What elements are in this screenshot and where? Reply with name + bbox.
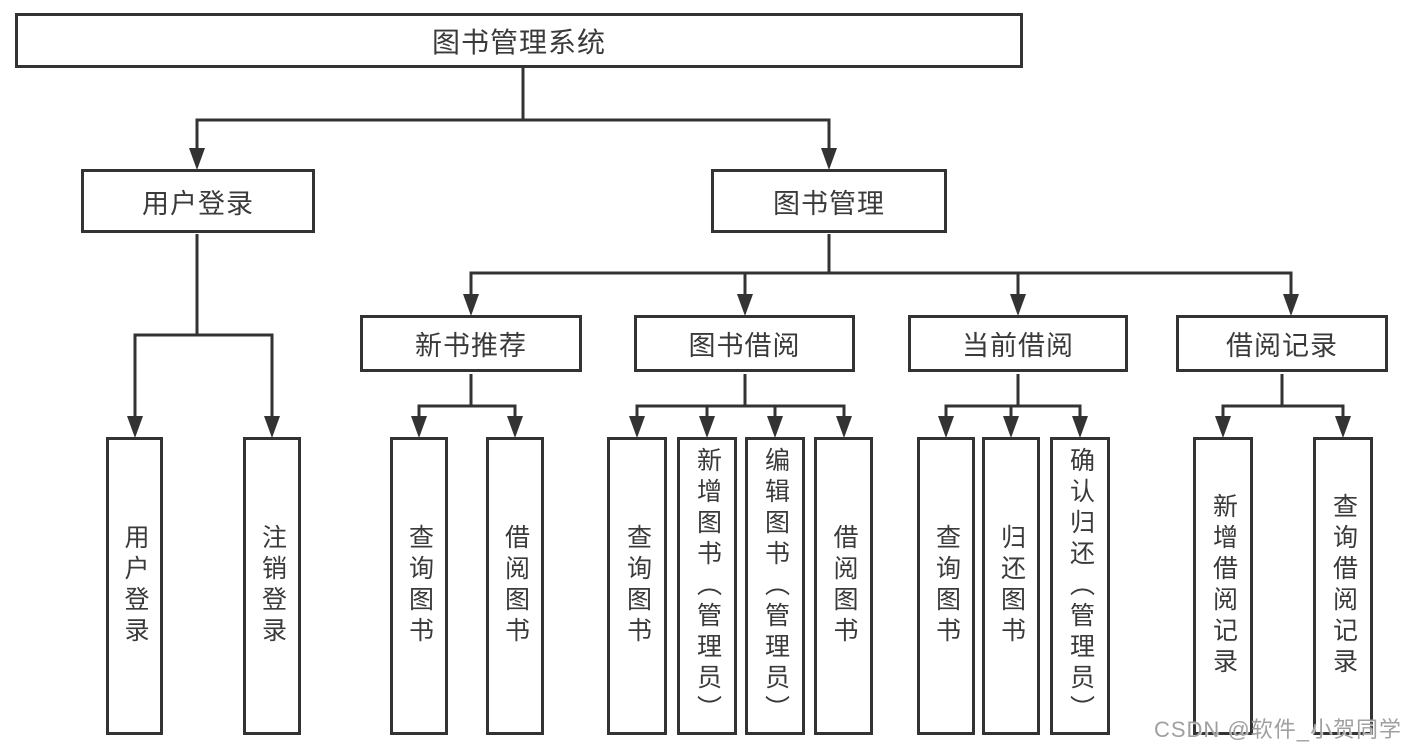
leaf-bb-borrow-books: 借阅图书 — [814, 437, 873, 735]
arrowhead — [821, 148, 837, 170]
arrowhead — [699, 416, 715, 438]
arrowhead — [1003, 416, 1019, 438]
connector-current-borrow-branch — [938, 374, 1088, 438]
connector-book-management-branch — [463, 234, 1299, 316]
arrowhead — [1215, 416, 1231, 438]
arrowhead — [264, 416, 280, 438]
leaf-user-login: 用户登录 — [106, 437, 163, 735]
leaf-label: 查询图书 — [623, 524, 652, 648]
leaf-nb-query-books: 查询图书 — [390, 437, 448, 735]
leaf-bb-add-books-admin: 新增图书（管理员） — [677, 437, 737, 735]
leaf-cb-confirm-return-admin: 确认归还（管理员） — [1050, 437, 1110, 735]
connector-borrow-records-branch — [1215, 374, 1351, 438]
leaf-cb-return-books: 归还图书 — [982, 437, 1040, 735]
leaf-label: 查询图书 — [405, 524, 434, 648]
connector-user-login-branch — [127, 234, 280, 438]
leaf-br-query-record: 查询借阅记录 — [1313, 437, 1373, 735]
arrowhead — [127, 416, 143, 438]
arrowhead — [507, 416, 523, 438]
leaf-label: 查询借阅记录 — [1329, 493, 1358, 679]
leaf-label: 注销登录 — [258, 524, 287, 648]
arrowhead — [189, 148, 205, 170]
arrowhead — [836, 416, 852, 438]
leaf-cb-query-books: 查询图书 — [917, 437, 975, 735]
arrowhead — [463, 294, 479, 316]
arrowhead — [1283, 294, 1299, 316]
csdn-watermark: CSDN @软件_小贺同学 — [1153, 717, 1402, 742]
leaf-bb-query-books: 查询图书 — [607, 437, 667, 735]
arrowhead — [938, 416, 954, 438]
connector-root-to-level2 — [189, 68, 837, 170]
connector-book-borrow-branch — [629, 374, 852, 438]
leaf-br-add-record: 新增借阅记录 — [1193, 437, 1253, 735]
arrowhead — [1010, 294, 1026, 316]
leaf-label: 归还图书 — [997, 524, 1026, 648]
node-current-borrow: 当前借阅 — [908, 315, 1128, 372]
leaf-label: 确认归还（管理员） — [1066, 446, 1095, 726]
arrowhead — [767, 416, 783, 438]
leaf-label: 用户登录 — [121, 524, 149, 648]
node-new-book-recommend: 新书推荐 — [360, 315, 582, 372]
node-borrow-records: 借阅记录 — [1176, 315, 1388, 372]
leaf-bb-edit-books-admin: 编辑图书（管理员） — [745, 437, 805, 735]
node-root: 图书管理系统 — [15, 13, 1023, 68]
node-user-login: 用户登录 — [81, 169, 315, 233]
node-book-management: 图书管理 — [711, 169, 947, 233]
arrowhead — [629, 416, 645, 438]
arrowhead — [737, 294, 753, 316]
leaf-label: 借阅图书 — [501, 524, 530, 648]
leaf-label: 借阅图书 — [830, 524, 858, 648]
arrowhead — [1335, 416, 1351, 438]
arrowhead — [411, 416, 427, 438]
leaf-label: 新增图书（管理员） — [693, 446, 722, 726]
connector-new-book-branch — [411, 374, 523, 438]
arrowhead — [1072, 416, 1088, 438]
leaf-label: 新增借阅记录 — [1209, 493, 1238, 679]
leaf-label: 编辑图书（管理员） — [761, 446, 790, 726]
leaf-label: 查询图书 — [932, 524, 961, 648]
leaf-logout: 注销登录 — [243, 437, 301, 735]
node-book-borrow: 图书借阅 — [634, 315, 855, 372]
leaf-nb-borrow-books: 借阅图书 — [486, 437, 544, 735]
